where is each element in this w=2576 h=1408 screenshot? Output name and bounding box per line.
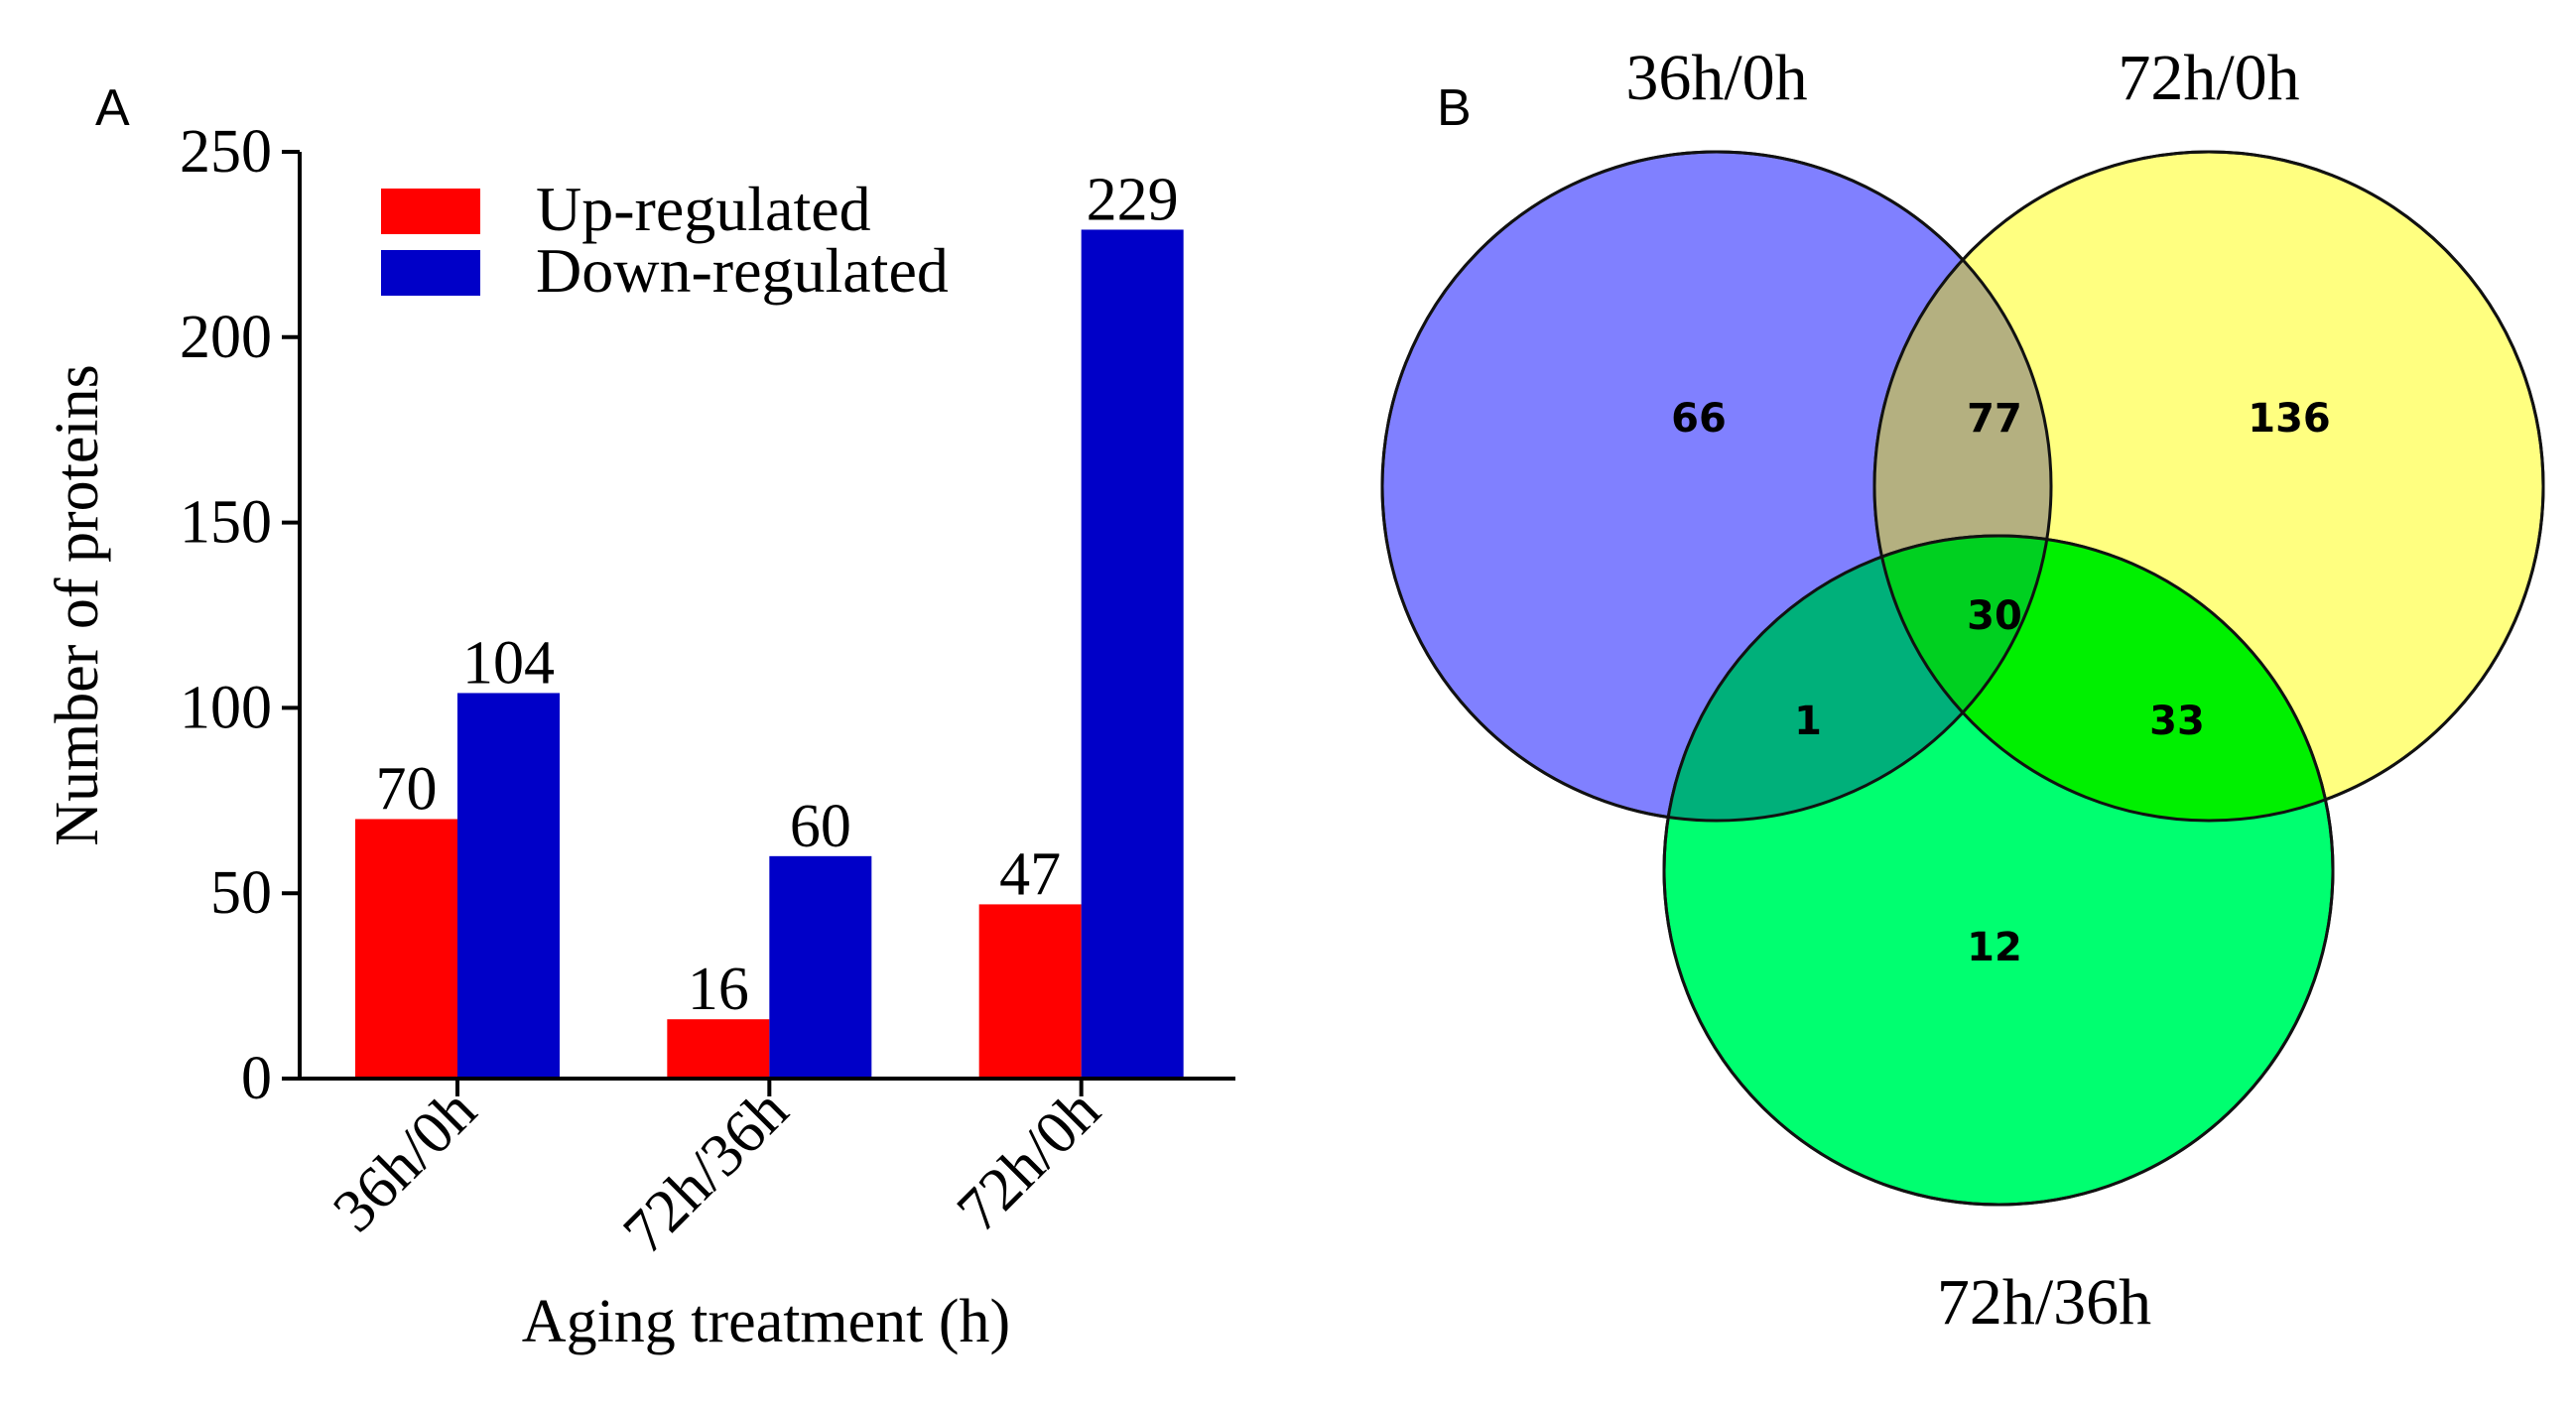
panel-a-letter: A [95, 79, 130, 137]
legend-swatch-Up-regulated [381, 189, 480, 234]
y-tick-label: 150 [180, 489, 272, 557]
bar-value-label: 70 [376, 755, 438, 823]
bar-value-label: 60 [790, 793, 851, 860]
venn-region-36h0h-72h0h: 77 [1967, 396, 2022, 442]
y-axis-label: Number of proteins [44, 364, 111, 846]
venn-region-only-72h-0h: 136 [2248, 396, 2331, 442]
venn-region-36h0h-72h36h: 1 [1794, 699, 1822, 744]
legend-swatch-Down-regulated [381, 250, 480, 296]
bar-72h/0h-Down-regulated [1081, 229, 1184, 1079]
bar-value-label: 229 [1087, 166, 1179, 233]
bar-72h/0h-Up-regulated [978, 904, 1082, 1079]
x-axis-label: Aging treatment (h) [522, 1288, 1010, 1355]
venn-outline-36h-0h [1380, 150, 2053, 823]
x-axis: 36h/0h 72h/36h 72h/0h [300, 1077, 1235, 1267]
venn-set-label-72h-36h: 72h/36h [1937, 1266, 2151, 1339]
bars-group [355, 229, 1184, 1079]
bar-value-label: 104 [462, 629, 555, 697]
venn-outline-72h-36h [1662, 534, 2335, 1207]
venn-diagram: 36h/0h 72h/0h 72h/36h 66 77 136 30 1 33 … [1380, 42, 2545, 1339]
bar-36h/0h-Up-regulated [355, 819, 457, 1079]
venn-overlap-72h0h-72h36h [1874, 536, 2333, 821]
x-tick-label: 72h/36h [610, 1077, 801, 1267]
venn-set-label-36h-0h: 36h/0h [1625, 42, 1807, 114]
y-tick-label: 200 [180, 304, 272, 371]
legend-label: Up-regulated [536, 174, 871, 244]
y-tick-label: 0 [241, 1045, 272, 1112]
y-tick-label: 250 [180, 118, 272, 186]
venn-region-only-72h-36h: 12 [1967, 925, 2022, 970]
bar-36h/0h-Down-regulated [457, 693, 560, 1079]
x-tick-label: 72h/0h [945, 1077, 1113, 1245]
venn-region-72h0h-72h36h: 33 [2149, 699, 2205, 744]
bar-72h/36h-Up-regulated [667, 1019, 770, 1079]
y-axis: 0 50 100 150 200 250 [180, 118, 302, 1112]
venn-region-only-36h-0h: 66 [1671, 396, 1727, 442]
venn-overlap-36h0h-72h36h [1664, 536, 2051, 821]
y-tick-label: 100 [180, 674, 272, 741]
bar-chart: 70 104 16 60 47 229 0 50 100 150 200 250 36h/0h 72h… [44, 118, 1235, 1355]
bar-value-label: 47 [999, 840, 1061, 908]
bar-value-label: 16 [688, 956, 749, 1023]
bar-data-labels: 70 104 16 60 47 229 [376, 166, 1179, 1023]
y-tick-label: 50 [210, 859, 272, 927]
venn-set-label-72h-0h: 72h/0h [2118, 42, 2299, 114]
venn-region-all-three: 30 [1967, 593, 2022, 639]
legend-label: Down-regulated [536, 235, 949, 306]
bar-72h/36h-Down-regulated [769, 855, 872, 1079]
x-tick-label: 36h/0h [321, 1077, 489, 1245]
venn-outline-72h-0h [1872, 150, 2545, 823]
panel-b-letter: B [1437, 79, 1472, 137]
